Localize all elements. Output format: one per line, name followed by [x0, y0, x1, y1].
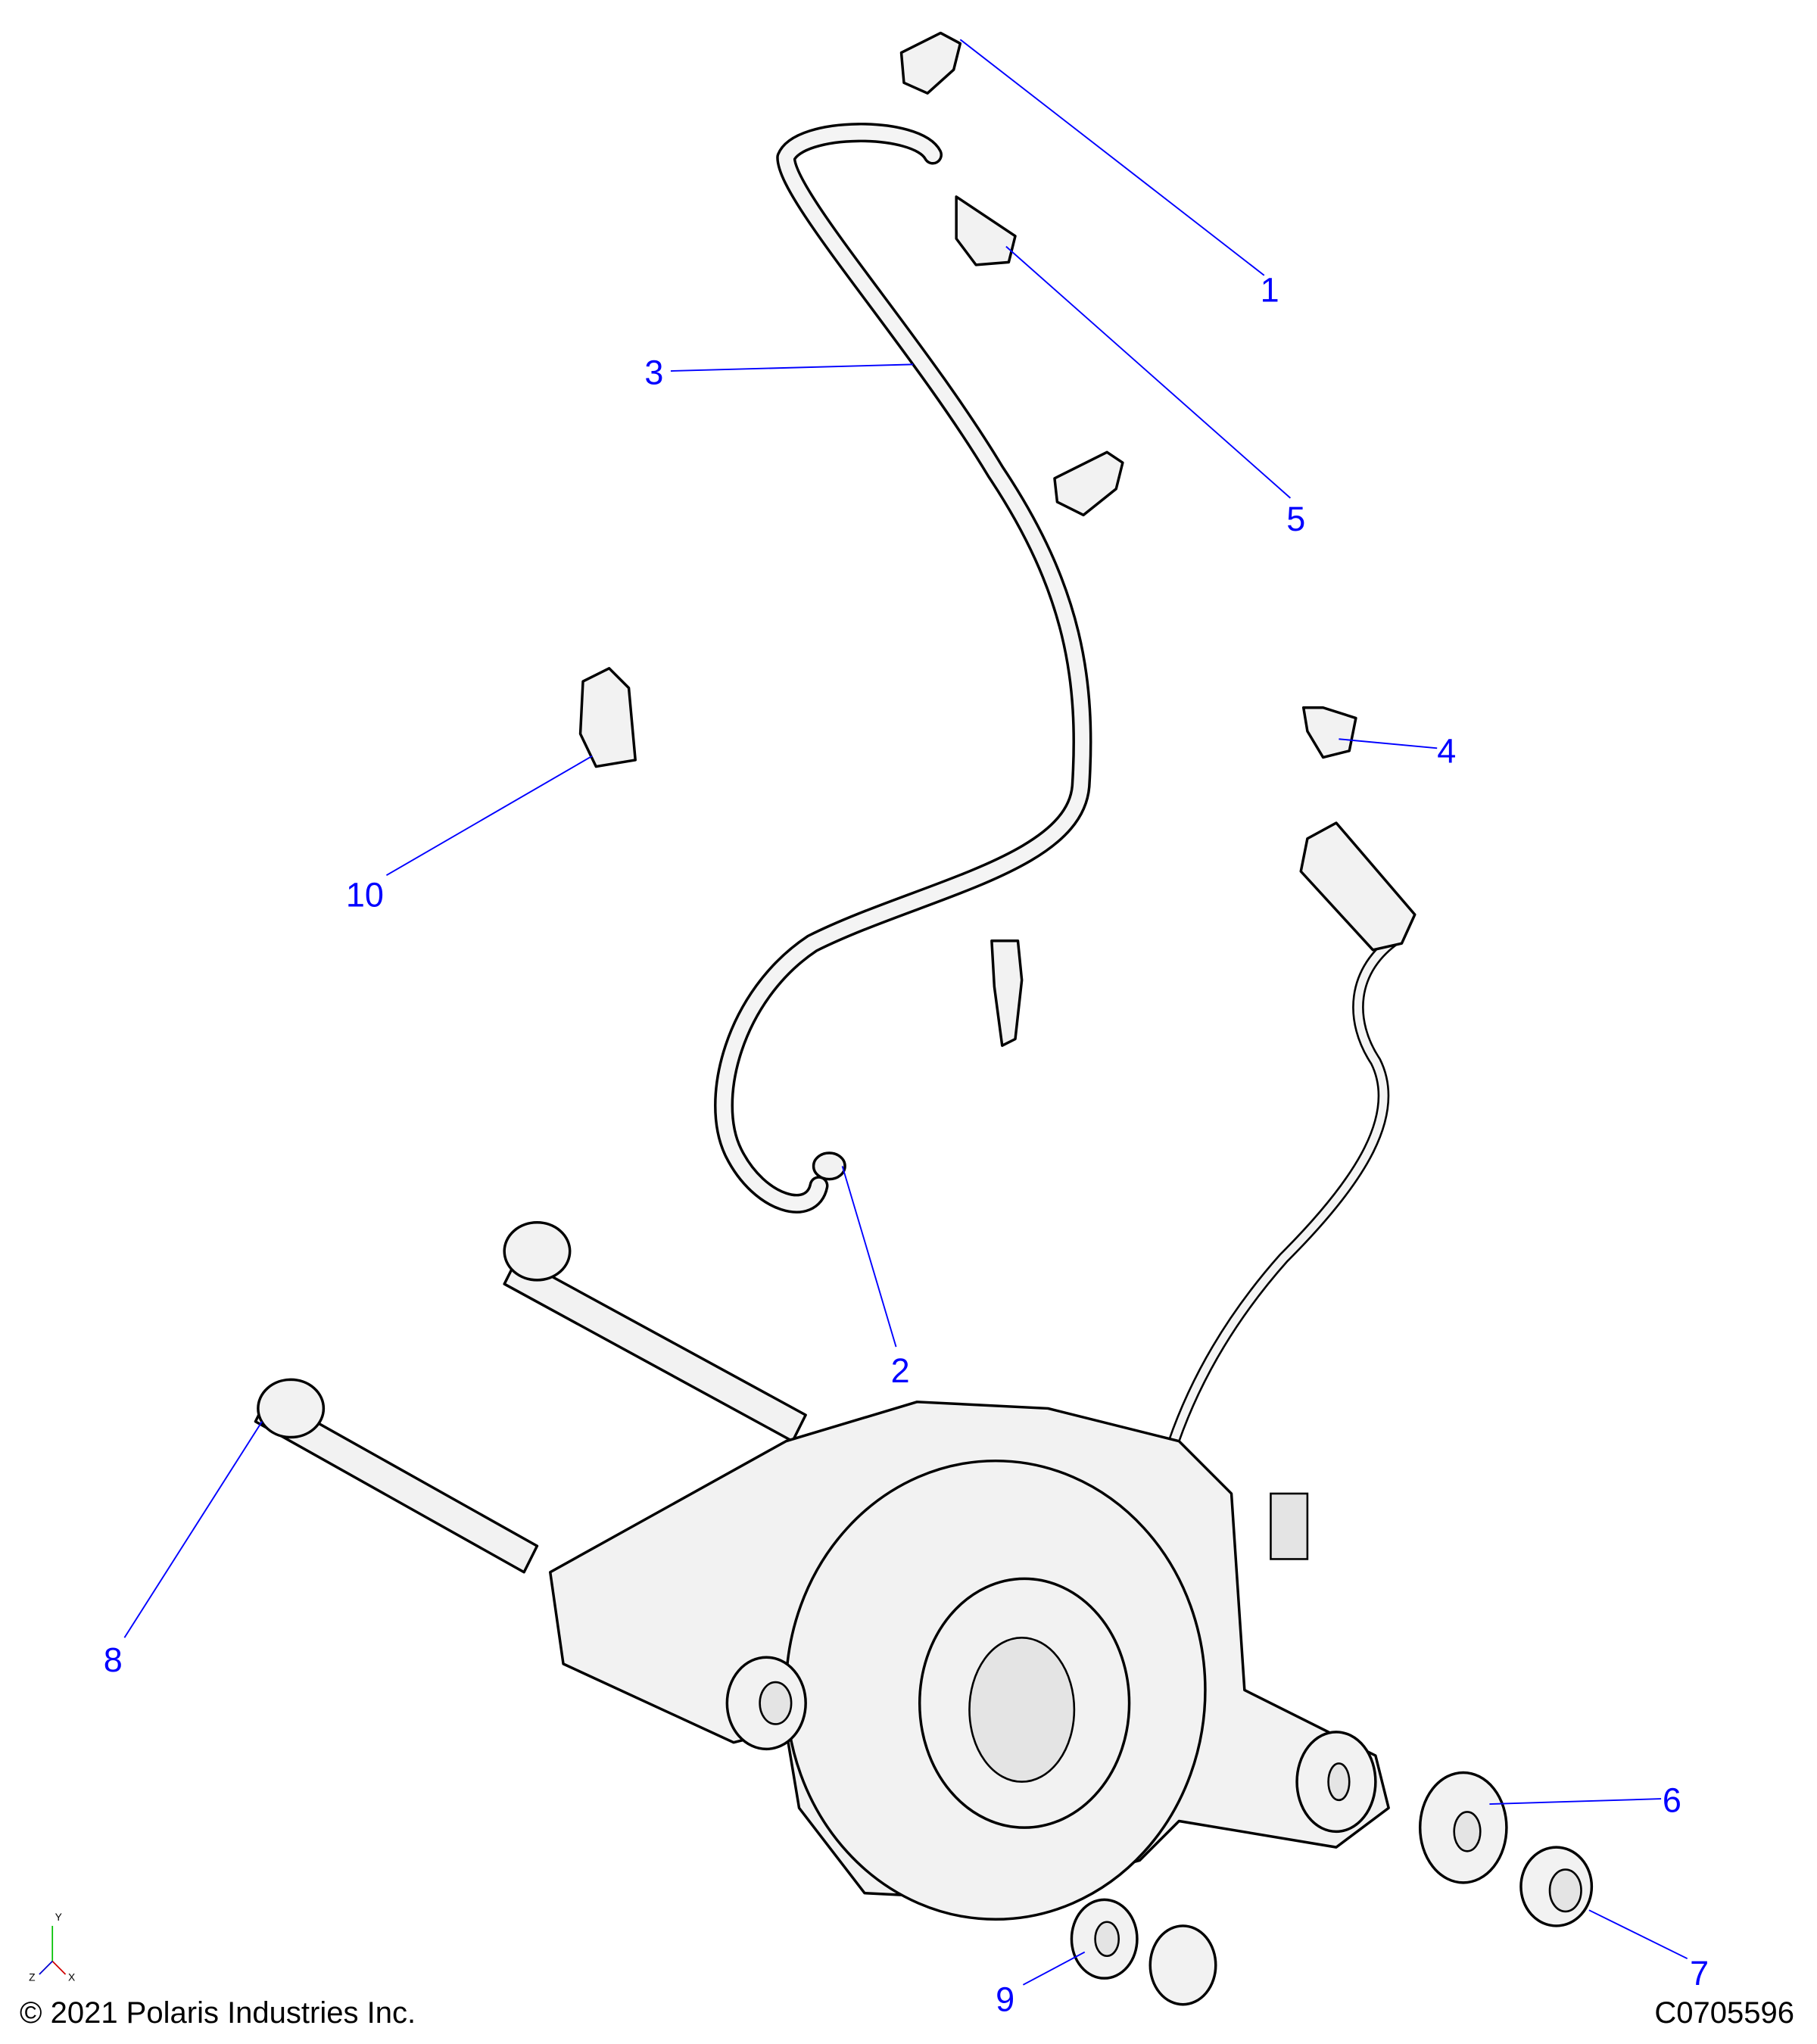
svg-text:Y: Y [55, 1911, 62, 1923]
vent-hose [714, 123, 1092, 1214]
callout-8: 8 [104, 1640, 123, 1679]
nut [1148, 1924, 1217, 2006]
copyright-text: © 2021 Polaris Industries Inc. [20, 1996, 416, 2030]
callout-4: 4 [1437, 731, 1456, 770]
clip [1053, 450, 1124, 517]
push-rivet-part-4 [1301, 706, 1357, 759]
callout-5: 5 [1286, 500, 1305, 538]
fitting-part-5 [955, 195, 1017, 266]
svg-text:X: X [68, 1971, 75, 1983]
clamp-part-10 [578, 667, 637, 768]
gearcase-housing [549, 1401, 1390, 1921]
callout-9: 9 [996, 1980, 1014, 2018]
callout-3: 3 [644, 353, 663, 391]
callout-1: 1 [1261, 270, 1279, 309]
callout-7: 7 [1690, 1954, 1709, 1993]
callout-10: 10 [346, 876, 384, 915]
axis-triad-icon: Y Z X [29, 1911, 75, 1983]
connector [1299, 821, 1417, 952]
clip-part-1 [899, 31, 962, 95]
bolt-part-8 [254, 1221, 807, 1574]
hose-clamp-part-2 [812, 1151, 846, 1181]
svg-text:Z: Z [29, 1971, 36, 1983]
clip [990, 939, 1024, 1047]
callout-2: 2 [891, 1351, 910, 1390]
leader-lines [123, 39, 1688, 1986]
output-spline [1270, 1492, 1309, 1560]
drawing-code: C0705596 [1654, 1996, 1794, 2030]
callout-6: 6 [1663, 1781, 1681, 1819]
